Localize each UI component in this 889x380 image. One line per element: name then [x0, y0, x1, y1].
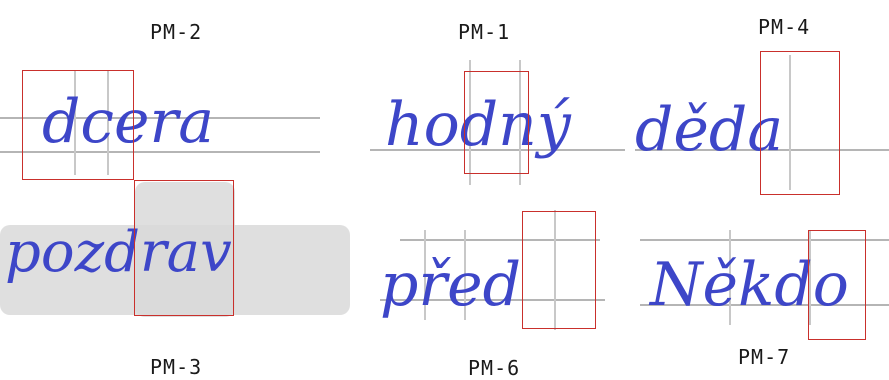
sample-label: PM-3: [150, 355, 203, 379]
erased-background: [135, 182, 235, 317]
sample-pm-2: PM-2 dcera: [0, 0, 330, 190]
guide-lines: [370, 60, 625, 185]
highlight-box: [134, 180, 234, 316]
sample-label: PM-2: [150, 20, 203, 44]
handwritten-word: hodný: [385, 90, 571, 160]
guide-lines: [635, 55, 889, 190]
sample-pm-7: Někdo PM-7: [630, 200, 889, 380]
sample-label: PM-7: [738, 345, 791, 369]
highlight-box: [760, 51, 840, 195]
highlight-box: [22, 70, 134, 180]
sample-label: PM-1: [458, 20, 511, 44]
sample-label: PM-6: [468, 356, 521, 380]
sample-pm-4: PM-4 děda: [630, 0, 889, 200]
guide-lines: [380, 210, 605, 330]
handwritten-word: dcera: [42, 87, 214, 157]
handwritten-word: pozdrav: [5, 220, 232, 285]
sample-pm-6: před PM-6: [370, 200, 610, 380]
handwritten-word: děda: [635, 95, 784, 165]
sample-pm-1: PM-1 hodný: [360, 0, 630, 190]
highlight-box: [464, 71, 529, 174]
sample-pm-3: pozdrav PM-3: [0, 180, 370, 380]
handwritten-word: před: [380, 250, 522, 320]
sample-label: PM-4: [758, 15, 811, 39]
highlight-box: [808, 230, 866, 340]
guide-lines: [0, 70, 320, 175]
highlight-box: [522, 211, 596, 329]
handwritten-word: Někdo: [650, 250, 849, 320]
guide-lines: [640, 230, 889, 325]
